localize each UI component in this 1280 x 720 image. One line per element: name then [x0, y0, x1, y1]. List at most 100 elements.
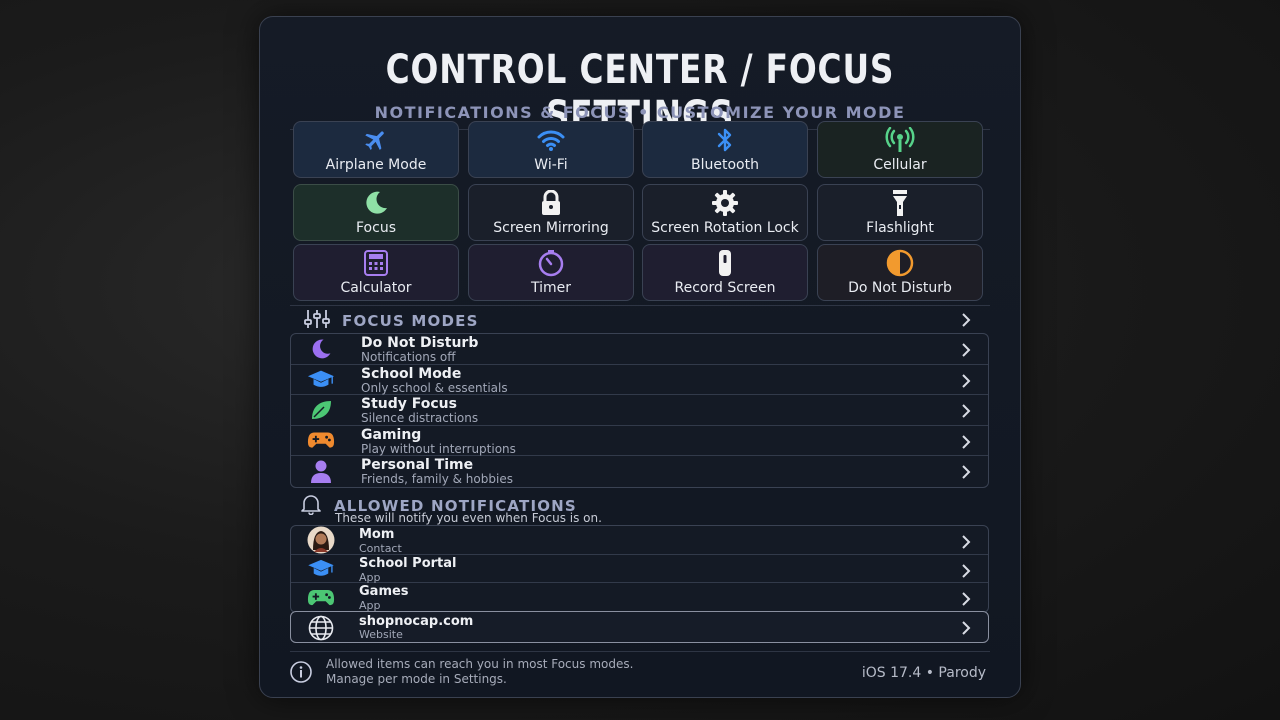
- section-heading: FOCUS MODES: [342, 312, 479, 330]
- item-title: School Portal: [359, 555, 457, 571]
- tile-focus[interactable]: Focus: [293, 184, 459, 241]
- globe-icon: [307, 614, 335, 642]
- chevron-right-icon: [962, 373, 971, 388]
- calculator-icon: [361, 248, 391, 278]
- chevron-right-icon: [962, 563, 971, 578]
- item-title: Games: [359, 584, 409, 599]
- gamepad-icon: [307, 426, 335, 454]
- chevron-right-icon[interactable]: [960, 313, 972, 327]
- footer-note: Allowed items can reach you in most Focu…: [326, 657, 633, 687]
- item-title: School Mode: [361, 365, 462, 382]
- tile-screen-mirroring[interactable]: Screen Mirroring: [468, 184, 634, 241]
- tile-label: Wi-Fi: [534, 157, 568, 173]
- record-icon: [710, 248, 740, 278]
- cellular-icon: [885, 125, 915, 155]
- item-title: Mom: [359, 527, 395, 542]
- allowed-notifications-header: ALLOWED NOTIFICATIONS: [300, 493, 577, 519]
- section-heading: ALLOWED NOTIFICATIONS: [334, 497, 577, 515]
- item-subtitle: Notifications off: [361, 350, 456, 364]
- tile-airplane-mode[interactable]: Airplane Mode: [293, 121, 459, 178]
- info-icon: [290, 661, 312, 683]
- item-subtitle: Website: [359, 628, 403, 641]
- tile-timer[interactable]: Timer: [468, 244, 634, 301]
- half-moon-icon: [885, 248, 915, 278]
- control-center-panel: CONTROL CENTER / FOCUS SETTINGS NOTIFICA…: [259, 16, 1021, 698]
- flashlight-icon: [885, 188, 915, 218]
- tile-label: Airplane Mode: [325, 157, 427, 173]
- chevron-right-icon: [962, 465, 971, 479]
- item-title: shopnocap.com: [359, 614, 474, 629]
- item-subtitle: App: [359, 599, 381, 612]
- tile-bluetooth[interactable]: Bluetooth: [642, 121, 808, 178]
- page-subtitle: NOTIFICATIONS & FOCUS • CUSTOMIZE YOUR M…: [374, 103, 906, 122]
- gamepad-icon: [307, 583, 335, 611]
- tile-wifi[interactable]: Wi-Fi: [468, 121, 634, 178]
- tile-label: Focus: [356, 220, 396, 236]
- avatar-icon: [307, 526, 335, 554]
- page-title: CONTROL CENTER / FOCUS SETTINGS: [385, 47, 895, 139]
- leaf-icon: [307, 396, 335, 424]
- item-subtitle: Friends, family & hobbies: [361, 472, 513, 486]
- bell-icon: [300, 493, 322, 519]
- tile-flashlight[interactable]: Flashlight: [817, 184, 983, 241]
- graduation-cap-icon: [307, 365, 335, 393]
- lock-icon: [536, 188, 566, 218]
- tile-label: Record Screen: [674, 280, 776, 296]
- item-title: Do Not Disturb: [361, 335, 479, 351]
- tile-do-not-disturb[interactable]: Do Not Disturb: [817, 244, 983, 301]
- tile-label: Cellular: [873, 157, 927, 173]
- chevron-right-icon: [962, 434, 971, 449]
- tile-label: Calculator: [340, 280, 412, 296]
- tile-label: Screen Mirroring: [493, 220, 609, 236]
- divider: [290, 305, 990, 306]
- footer-note-line: Allowed items can reach you in most Focu…: [326, 657, 634, 671]
- tile-screen-rotation-lock[interactable]: Screen Rotation Lock: [642, 184, 808, 241]
- chevron-right-icon: [962, 592, 971, 606]
- wifi-icon: [536, 125, 566, 155]
- item-subtitle: Play without interruptions: [361, 441, 516, 456]
- tile-calculator[interactable]: Calculator: [293, 244, 459, 301]
- divider: [290, 651, 990, 652]
- sliders-icon: [304, 309, 330, 333]
- item-title: Gaming: [361, 426, 422, 443]
- tile-label: Bluetooth: [691, 157, 759, 173]
- bluetooth-icon: [710, 125, 740, 155]
- footer-note-line: Manage per mode in Settings.: [326, 672, 507, 686]
- moon-icon: [361, 188, 391, 218]
- focus-modes-header[interactable]: FOCUS MODES: [304, 309, 479, 333]
- tile-cellular[interactable]: Cellular: [817, 121, 983, 178]
- chevron-right-icon: [962, 621, 971, 635]
- chevron-right-icon: [962, 404, 971, 418]
- person-icon: [307, 457, 335, 485]
- item-title: Study Focus: [361, 396, 457, 412]
- tile-label: Do Not Disturb: [848, 280, 952, 296]
- divider: [290, 129, 990, 130]
- tile-label: Flashlight: [866, 220, 934, 236]
- tile-label: Screen Rotation Lock: [651, 220, 799, 236]
- tile-record-screen[interactable]: Record Screen: [642, 244, 808, 301]
- graduation-cap-icon: [307, 554, 335, 582]
- version-label: iOS 17.4 • Parody: [861, 665, 986, 681]
- chevron-right-icon: [962, 535, 971, 549]
- section-subheading: These will notify you even when Focus is…: [335, 511, 602, 525]
- gear-icon: [710, 188, 740, 218]
- moon-icon: [307, 335, 335, 363]
- chevron-right-icon: [962, 343, 971, 357]
- timer-icon: [536, 248, 566, 278]
- item-subtitle: Only school & essentials: [361, 380, 508, 395]
- airplane-icon: [361, 125, 391, 155]
- tile-label: Timer: [530, 280, 572, 296]
- item-subtitle: Silence distractions: [361, 411, 479, 425]
- item-subtitle: Contact: [359, 542, 402, 555]
